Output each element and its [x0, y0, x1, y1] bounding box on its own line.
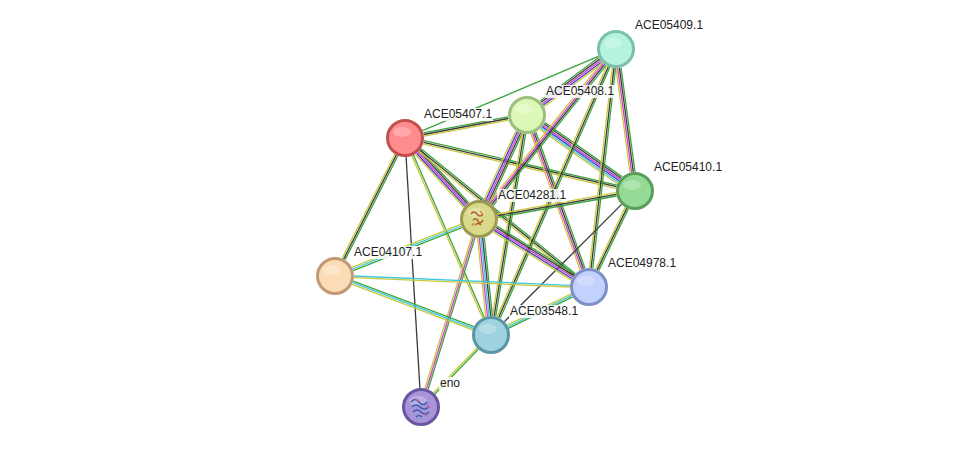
interaction-edge	[352, 281, 474, 330]
protein-node: ACE04281.1	[460, 200, 498, 238]
evidence-line	[354, 278, 570, 287]
evidence-line	[344, 155, 397, 259]
protein-node: ACE05409.1	[597, 30, 635, 68]
evidence-line	[496, 228, 574, 276]
evidence-line	[494, 230, 572, 278]
interaction-edge	[342, 154, 398, 260]
interaction-edge	[504, 204, 621, 321]
evidence-line	[504, 204, 621, 321]
node-label: ACE04107.1	[353, 246, 423, 259]
protein-node: ACE04978.1	[570, 268, 608, 306]
node-label: ACE05410.1	[653, 161, 723, 174]
interaction-edge	[478, 238, 493, 317]
evidence-line	[479, 238, 487, 316]
evidence-line	[493, 232, 571, 280]
node-label: eno	[439, 377, 461, 390]
interaction-edge	[352, 224, 462, 270]
interaction-edge	[489, 62, 606, 206]
evidence-line	[419, 151, 467, 204]
protein-node: ACE05410.1	[616, 172, 654, 210]
interaction-edge	[419, 149, 576, 277]
evidence-line	[545, 123, 622, 177]
evidence-line	[342, 154, 395, 258]
evidence-line	[616, 68, 630, 172]
evidence-line	[353, 281, 473, 327]
node-circle	[472, 316, 510, 354]
evidence-line	[495, 229, 573, 277]
interaction-edge	[354, 276, 570, 287]
evidence-line	[353, 226, 462, 269]
node-circle	[402, 388, 440, 426]
evidence-line	[354, 276, 570, 285]
evidence-line	[352, 224, 461, 267]
protein-node: ACE04107.1	[316, 257, 354, 295]
node-circle	[316, 257, 354, 295]
node-circle	[460, 200, 498, 238]
interaction-edge	[497, 66, 610, 319]
interaction-edge	[616, 68, 635, 173]
evidence-line	[544, 124, 621, 178]
node-label: ACE04281.1	[497, 189, 567, 202]
node-circle	[597, 30, 635, 68]
evidence-line	[420, 150, 574, 275]
node-circle	[386, 119, 424, 157]
evidence-line	[435, 349, 479, 394]
interaction-edge	[493, 226, 574, 280]
node-circle	[616, 172, 654, 210]
evidence-line	[353, 228, 462, 271]
protein-node: ACE05407.1	[386, 119, 424, 157]
evidence-line	[618, 68, 632, 172]
evidence-line	[345, 156, 398, 260]
evidence-line	[619, 68, 633, 172]
evidence-line	[352, 284, 472, 330]
node-label: ACE04978.1	[607, 257, 677, 270]
node-label: ACE05407.1	[423, 108, 493, 121]
node-label: ACE05408.1	[545, 85, 615, 98]
interaction-edge	[434, 348, 479, 394]
node-label: ACE03548.1	[509, 305, 579, 318]
node-circle	[570, 268, 608, 306]
evidence-line	[497, 226, 575, 274]
node-circle	[508, 96, 546, 134]
protein-node: ACE03548.1	[472, 316, 510, 354]
evidence-line	[353, 283, 473, 329]
protein-node: ACE05408.1	[508, 96, 546, 134]
evidence-line	[424, 120, 509, 136]
evidence-line	[418, 152, 466, 205]
evidence-line	[489, 62, 602, 202]
evidence-line	[478, 238, 486, 316]
evidence-line	[406, 157, 420, 388]
evidence-line	[434, 348, 478, 393]
protein-node: eno	[402, 388, 440, 426]
node-label: ACE05409.1	[634, 19, 704, 32]
evidence-line	[421, 149, 576, 274]
interaction-edge	[406, 157, 420, 388]
evidence-line	[497, 66, 607, 317]
